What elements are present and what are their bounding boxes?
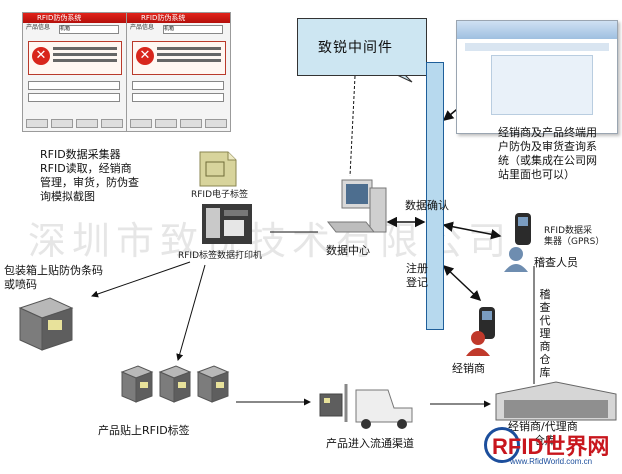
middleware-label: 致锐中间件 [318, 40, 393, 56]
dealer-device-icon [476, 306, 498, 340]
arrow-bar-inspector [442, 221, 502, 240]
rfidworld-logo: RFID世界网 www.RfidWorld.com.cn [476, 427, 618, 471]
handheld-device-icon [512, 212, 534, 246]
product-channel-label: 产品进入流通渠道 [326, 437, 414, 450]
inspector-label: 稽查人员 [534, 256, 578, 269]
register-label: 注册 登记 [406, 262, 428, 289]
pda-screenshot-right: RFID防伪系统 产品信息 机箱 ✕ [126, 12, 231, 132]
rfid-printer-icon [198, 198, 260, 248]
rfid-tag-label: RFID电子标签 [191, 190, 249, 200]
tagged-products-icon [118, 362, 238, 410]
pda-field-label: 产品信息 [26, 24, 51, 31]
line-middleware-datacenter [349, 75, 356, 177]
warehouse-icon [494, 380, 618, 422]
inspector-person-icon [502, 246, 530, 272]
query-website-screenshot [456, 20, 618, 134]
dealer-person-icon [464, 330, 492, 356]
pack-barcode-label: 包装箱上贴防伪条码 或喷码 [4, 264, 103, 291]
computer-icon [322, 178, 388, 240]
rfid-gprs-label: RFID数据采 集器（GPRS） [544, 226, 605, 247]
arrow-printer-products [176, 264, 206, 361]
product-tag-label: 产品贴上RFID标签 [98, 424, 190, 437]
pda-field-value[interactable]: 机箱 [163, 25, 223, 34]
rfid-collector-label: RFID数据采集器 RFID读取，经销商 管理，审货，防伪查 询模拟截图 [40, 148, 139, 203]
packaging-box-icon [14, 294, 76, 352]
data-confirm-label: 数据确认 [405, 199, 449, 212]
warehouse-label: 经销商/代理商 仓库 [508, 420, 578, 447]
pda-buttons [26, 119, 123, 128]
pda-buttons [130, 119, 227, 128]
forklift-icon [316, 378, 428, 430]
dealer-label: 经销商 [452, 362, 485, 375]
pda-field-label: 产品信息 [130, 24, 155, 31]
arrow-printer-pack [91, 261, 191, 298]
middleware-box: 致锐中间件 [297, 18, 427, 76]
pda-alert: ✕ [28, 41, 122, 75]
logo-ring-icon [484, 427, 520, 463]
pda-title: RFID防伪系统 [127, 13, 230, 23]
pda-alert: ✕ [132, 41, 226, 75]
dealer-system-label: 经销商及产品终端用 户防伪及审货查询系 统（或集成在公司网 站里面也可以） [498, 126, 597, 181]
logo-url: www.RfidWorld.com.cn [510, 457, 593, 466]
agent-warehouse-vertical-label: 稽 查 代 理 商 仓 库 [539, 288, 551, 379]
middleware-bus-bar [426, 62, 444, 330]
error-icon: ✕ [136, 47, 154, 65]
rfid-tag-icon [196, 150, 238, 188]
data-center-label: 数据中心 [326, 244, 370, 257]
pda-title: RFID防伪系统 [23, 13, 126, 23]
error-icon: ✕ [32, 47, 50, 65]
logo-text: RFID世界网 [492, 434, 610, 459]
pda-screenshot-left: RFID防伪系统 产品信息 机箱 ✕ [22, 12, 127, 132]
arrow-register [442, 264, 482, 302]
pda-field-value[interactable]: 机箱 [59, 25, 119, 34]
printer-label: RFID标签数据打印机 [178, 251, 263, 261]
